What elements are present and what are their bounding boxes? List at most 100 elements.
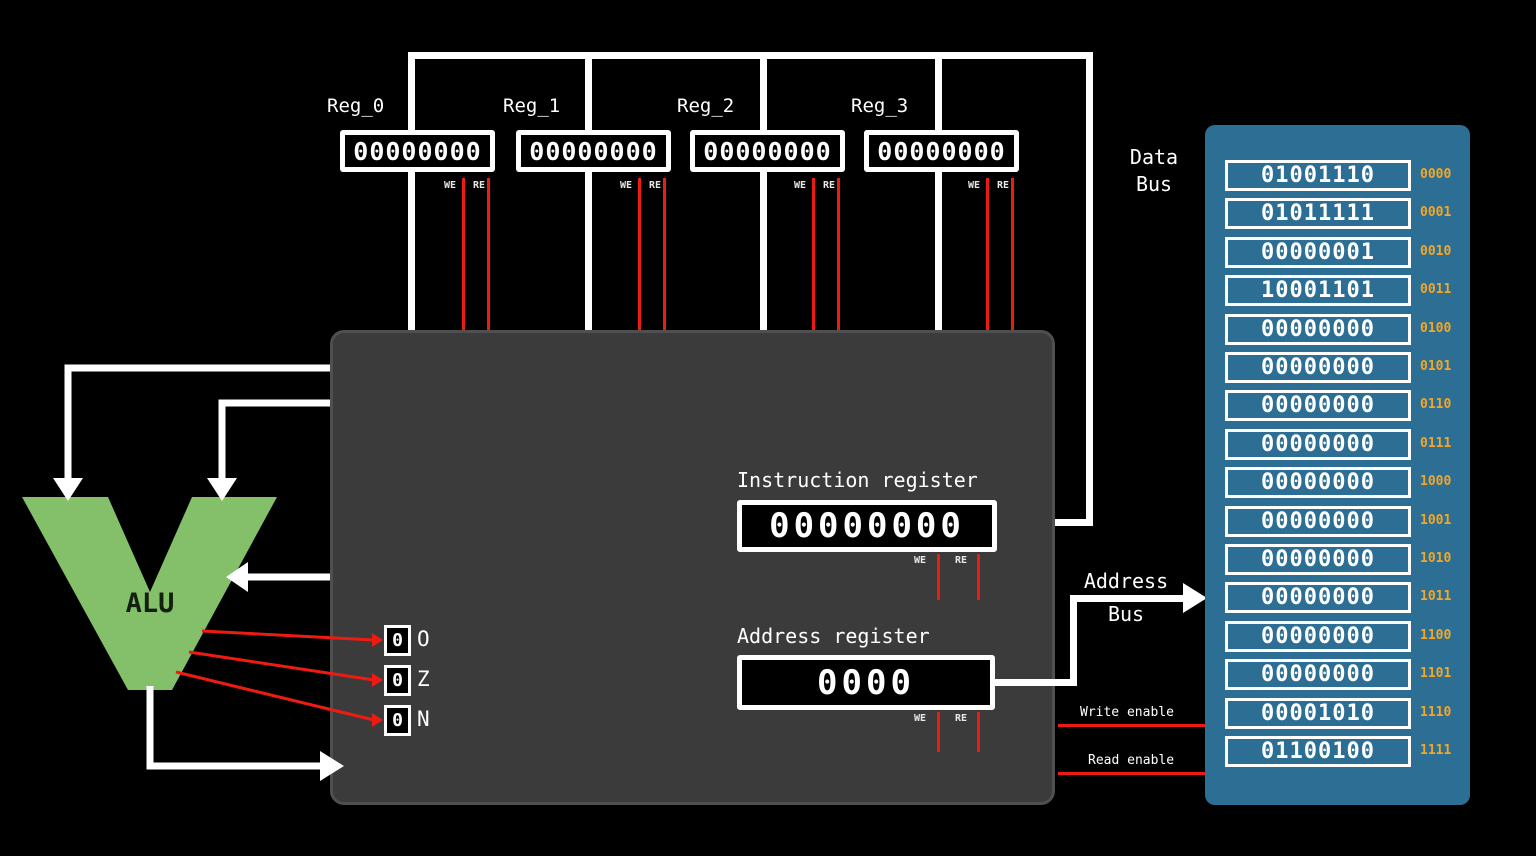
alu-input-arrow-1: [64, 364, 330, 480]
reg3-bus-drop-wire: [935, 52, 942, 130]
memory-cell-value: 01100100: [1261, 739, 1375, 764]
memory-cell: 00000000: [1225, 582, 1411, 613]
flag-n-box: 0: [384, 705, 411, 736]
reg2-re-label: RE: [823, 180, 836, 191]
flag-z-value: 0: [392, 670, 403, 691]
alu-input-arrow-3-head: [226, 562, 248, 592]
address-bus-wire-riser: [1070, 598, 1077, 686]
register-reg2-label: Reg_2: [677, 95, 735, 117]
alu-label: ALU: [125, 588, 175, 619]
instruction-register-label: Instruction register: [737, 468, 978, 492]
reg1-we-wire: [638, 178, 641, 330]
reg0-we-wire: [462, 178, 465, 330]
memory-cell: 00001010: [1225, 698, 1411, 729]
data-bus-label-line2: Bus: [1135, 172, 1173, 196]
reg2-we-wire: [812, 178, 815, 330]
memory-cell-value: 01001110: [1261, 163, 1375, 188]
memory-cell-value: 00000000: [1261, 509, 1375, 534]
ar-we-wire: [937, 712, 940, 752]
address-bus-arrowhead: [1183, 583, 1207, 613]
memory-cell: 00000000: [1225, 659, 1411, 690]
memory-address: 0001: [1420, 205, 1452, 220]
ar-we-label: WE: [914, 713, 927, 724]
data-bus-right-wire: [1086, 52, 1093, 526]
reg3-cpu-wire: [935, 172, 942, 330]
memory-address: 1000: [1420, 474, 1452, 489]
ir-re-wire: [977, 554, 980, 600]
reg1-re-wire: [663, 178, 666, 330]
memory-cell-value: 00000000: [1261, 662, 1375, 687]
memory-address: 0000: [1420, 167, 1452, 182]
reg0-we-label: WE: [444, 180, 457, 191]
register-reg3-value-box: 00000000: [864, 130, 1019, 172]
reg1-we-label: WE: [620, 180, 633, 191]
ir-we-label: WE: [914, 555, 927, 566]
write-enable-wire: [1058, 724, 1205, 727]
register-reg0-value-box: 00000000: [340, 130, 495, 172]
reg1-bus-drop-wire: [585, 52, 592, 130]
memory-cell-value: 00000000: [1261, 355, 1375, 380]
register-reg2-value-box: 00000000: [690, 130, 845, 172]
address-bus-wire-top: [1070, 595, 1183, 602]
data-bus-top-wire: [408, 52, 1093, 59]
memory-cell-value: 00000000: [1261, 547, 1375, 572]
memory-cell: 00000000: [1225, 506, 1411, 537]
memory-cell-value: 00000000: [1261, 470, 1375, 495]
register-reg2-value: 00000000: [703, 136, 832, 166]
reg1-cpu-wire: [585, 172, 592, 330]
register-reg1-label: Reg_1: [503, 95, 561, 117]
alu-input-arrow-2-head: [207, 478, 237, 501]
instruction-register-value-box: 00000000: [737, 500, 997, 552]
address-bus-wire-low: [993, 679, 1077, 686]
reg3-we-wire: [986, 178, 989, 330]
memory-cell: 00000000: [1225, 352, 1411, 383]
memory-cell: 00000001: [1225, 237, 1411, 268]
memory-cell: 01001110: [1225, 160, 1411, 191]
memory-cell: 00000000: [1225, 621, 1411, 652]
reg3-re-label: RE: [997, 180, 1010, 191]
reg2-bus-drop-wire: [760, 52, 767, 130]
register-reg3-label: Reg_3: [851, 95, 909, 117]
memory-address: 0011: [1420, 282, 1452, 297]
flag-o-label: O: [417, 627, 430, 651]
memory-cell: 00000000: [1225, 544, 1411, 575]
memory-cell-value: 00000000: [1261, 624, 1375, 649]
memory-cell-value: 00000000: [1261, 585, 1375, 610]
memory-address: 1101: [1420, 666, 1452, 681]
address-register-value-box: 0000: [737, 655, 995, 710]
memory-address: 0101: [1420, 359, 1452, 374]
memory-cell: 00000000: [1225, 429, 1411, 460]
flag-z-label: Z: [417, 667, 430, 691]
reg1-re-label: RE: [649, 180, 662, 191]
reg0-bus-drop-wire: [408, 52, 415, 130]
alu-output-arrow: [146, 686, 322, 770]
register-reg3-value: 00000000: [877, 136, 1006, 166]
data-bus-label-line1: Data: [1129, 145, 1179, 169]
address-register-value: 0000: [817, 662, 915, 703]
address-bus-label-line2: Bus: [1107, 602, 1145, 626]
reg2-cpu-wire: [760, 172, 767, 330]
memory-address: 1011: [1420, 589, 1452, 604]
ar-re-wire: [977, 712, 980, 752]
flag-o-box: 0: [384, 625, 411, 656]
memory-address: 1110: [1420, 705, 1452, 720]
memory-cell: 01011111: [1225, 198, 1411, 229]
memory-address: 1100: [1420, 628, 1452, 643]
ar-re-label: RE: [955, 713, 968, 724]
reg2-we-label: WE: [794, 180, 807, 191]
reg3-we-label: WE: [968, 180, 981, 191]
reg0-cpu-wire: [408, 172, 415, 330]
reg0-re-wire: [487, 178, 490, 330]
reg2-re-wire: [837, 178, 840, 330]
memory-cell-value: 00000001: [1261, 240, 1375, 265]
control-unit-block: [330, 330, 1055, 805]
register-reg1-value-box: 00000000: [516, 130, 671, 172]
memory-cell: 00000000: [1225, 467, 1411, 498]
flag-z-box: 0: [384, 665, 411, 696]
reg0-re-label: RE: [473, 180, 486, 191]
memory-address: 1010: [1420, 551, 1452, 566]
memory-cell: 01100100: [1225, 736, 1411, 767]
address-register-label: Address register: [737, 624, 930, 648]
register-reg1-value: 00000000: [529, 136, 658, 166]
